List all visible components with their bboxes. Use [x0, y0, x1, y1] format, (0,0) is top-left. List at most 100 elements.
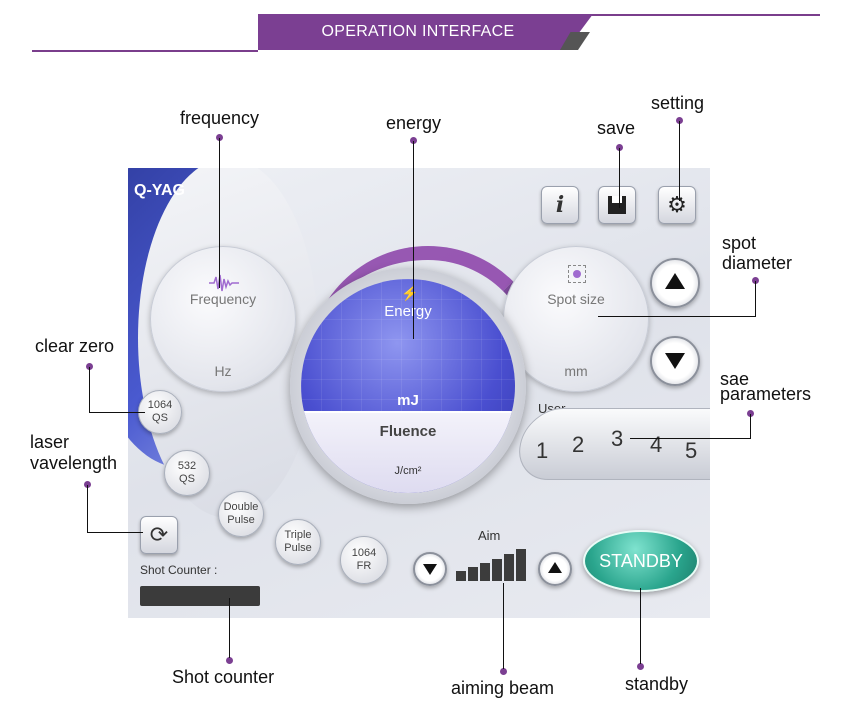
aim-label: Aim — [478, 528, 501, 543]
spot-size-up-button[interactable] — [650, 258, 700, 308]
leader-frequency — [219, 138, 220, 288]
gear-icon: ⚙ — [667, 192, 687, 217]
page-title: OPERATION INTERFACE — [321, 23, 515, 40]
leader-clear-zero-h — [89, 412, 145, 413]
button-line1: 1064 — [351, 547, 377, 559]
header-line-left — [32, 50, 258, 52]
annotation-frequency: frequency — [180, 108, 260, 128]
double-pulse-button[interactable]: Double Pulse — [218, 491, 264, 537]
leader-sae-v — [750, 414, 751, 438]
aim-bar — [468, 567, 478, 581]
spot-size-down-button[interactable] — [650, 336, 700, 386]
wavelength-532qs-button[interactable]: 532 QS — [164, 450, 210, 496]
frequency-unit: Hz — [214, 363, 232, 379]
spot-size-label: Spot size — [547, 291, 605, 307]
leader-energy — [413, 141, 414, 339]
annotation-spot-diameter-1: spot — [722, 233, 757, 253]
aim-up-button[interactable] — [538, 552, 572, 586]
leader-dot-sae — [747, 410, 754, 417]
energy-dial[interactable]: ⚡ Energy mJ Fluence J/cm² — [301, 279, 515, 493]
aim-bar — [516, 549, 526, 581]
leader-dot-aiming — [500, 668, 507, 675]
annotation-save: save — [597, 118, 636, 138]
frequency-wave-icon — [209, 273, 239, 293]
leader-save — [619, 148, 620, 208]
aim-down-button[interactable] — [413, 552, 447, 586]
user-slot-2[interactable]: 2 — [572, 432, 585, 457]
aim-level-bars — [456, 549, 528, 581]
button-line2: Pulse — [284, 542, 312, 554]
leader-dot-laser — [84, 481, 91, 488]
annotation-setting: setting — [651, 93, 705, 113]
annotation-sae-parameters-1: sae — [720, 369, 750, 389]
device-panel: Q-YAG Frequency Hz Spot size mm ⚡ Energy… — [128, 168, 710, 618]
triple-pulse-button[interactable]: Triple Pulse — [275, 519, 321, 565]
aim-bar — [492, 559, 502, 581]
refresh-icon: ⟳ — [149, 522, 169, 547]
aim-bar — [504, 554, 514, 581]
energy-label: Energy — [384, 303, 432, 320]
annotation-sae-parameters-2: parameters — [720, 384, 812, 404]
brand-label: Q-YAG — [134, 182, 185, 199]
clear-zero-button[interactable]: ⟳ — [140, 516, 178, 554]
button-line1: 1064 — [147, 399, 173, 411]
annotation-laser-wavelength-1: laser — [30, 432, 70, 452]
leader-shot-counter — [229, 598, 230, 658]
header-tab — [258, 14, 593, 50]
annotation-energy: energy — [386, 113, 442, 133]
annotation-aiming-beam: aiming beam — [451, 678, 555, 698]
leader-dot-standby — [637, 663, 644, 670]
annotation-shot-counter: Shot counter — [172, 667, 275, 687]
fluence-unit: J/cm² — [394, 465, 422, 477]
target-icon — [568, 265, 586, 283]
settings-button[interactable]: ⚙ — [658, 186, 696, 224]
user-slot-5[interactable]: 5 — [685, 438, 698, 463]
leader-dot-clear-zero — [86, 363, 93, 370]
spot-size-dial[interactable]: Spot size mm — [503, 246, 649, 392]
shot-counter-display — [140, 586, 260, 606]
user-slot-4[interactable]: 4 — [650, 432, 663, 457]
leader-dot-shot-counter — [226, 657, 233, 664]
leader-standby — [640, 588, 641, 664]
button-line1: 532 — [177, 460, 197, 472]
leader-dot-energy — [410, 137, 417, 144]
frequency-dial[interactable]: Frequency Hz — [150, 246, 296, 392]
arrow-down-icon — [423, 564, 437, 575]
leader-dot-frequency — [216, 134, 223, 141]
aim-bar — [480, 563, 490, 581]
info-icon: i — [555, 192, 565, 218]
arrow-down-icon — [665, 353, 685, 369]
leader-laser-v — [87, 485, 88, 532]
header-line-right — [580, 14, 820, 16]
leader-spot-h — [598, 316, 756, 317]
button-line2: FR — [356, 560, 372, 572]
annotation-spot-diameter-2: diameter — [722, 253, 793, 273]
arrow-up-icon — [548, 562, 562, 573]
wavelength-1064fr-button[interactable]: 1064 FR — [340, 536, 388, 584]
leader-dot-spot — [752, 277, 759, 284]
info-button[interactable]: i — [541, 186, 579, 224]
save-button[interactable] — [598, 186, 636, 224]
shot-counter-label: Shot Counter : — [140, 563, 218, 577]
leader-dot-setting — [676, 117, 683, 124]
fluence-label: Fluence — [379, 423, 437, 440]
button-line2: QS — [152, 412, 168, 424]
energy-unit: mJ — [397, 392, 419, 409]
leader-spot-v — [755, 281, 756, 316]
button-line2: QS — [179, 473, 195, 485]
leader-aiming — [503, 583, 504, 669]
wavelength-1064qs-button[interactable]: 1064 QS — [138, 390, 182, 434]
standby-button[interactable]: STANDBY — [583, 530, 699, 592]
aim-bar — [456, 571, 466, 581]
leader-laser-h — [87, 532, 143, 533]
arrow-up-icon — [665, 273, 685, 289]
leader-setting — [679, 121, 680, 201]
annotation-clear-zero: clear zero — [35, 336, 115, 356]
button-line2: Pulse — [227, 514, 255, 526]
annotation-standby: standby — [625, 674, 689, 694]
user-slot-3[interactable]: 3 — [611, 426, 624, 451]
fluence-area[interactable]: Fluence J/cm² — [301, 411, 515, 493]
leader-dot-save — [616, 144, 623, 151]
user-slot-1[interactable]: 1 — [536, 438, 549, 463]
button-line1: Double — [223, 501, 259, 513]
